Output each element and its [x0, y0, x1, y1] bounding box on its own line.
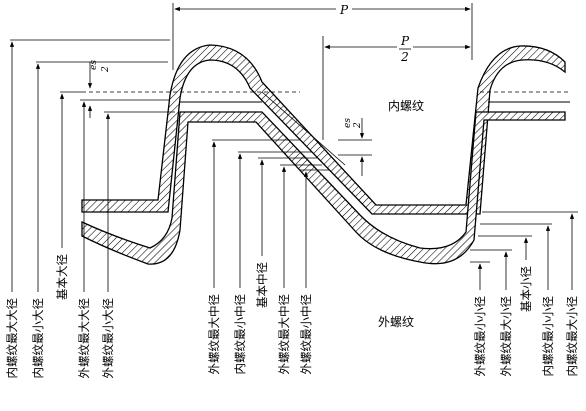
left-leaders — [9, 39, 175, 292]
right-label-2: 基本小径 — [519, 266, 533, 312]
left-label-0: 内螺纹最大大径 — [5, 298, 19, 379]
tolerance-right-num: es — [343, 118, 353, 128]
tolerance-left: es 2 — [87, 60, 111, 118]
half-pitch-numerator: P — [400, 34, 410, 48]
right-label-4: 内螺纹最大小径 — [565, 296, 579, 377]
pitch-dimension: P — [172, 3, 473, 70]
right-label-1: 外螺纹最大小径 — [499, 296, 513, 377]
tolerance-right: es 2 — [338, 118, 372, 176]
basic-profile — [82, 91, 570, 166]
tolerance-right-den: 2 — [353, 122, 363, 129]
center-label-1: 内螺纹最小中径 — [233, 294, 247, 375]
tolerance-left-den: 2 — [101, 66, 111, 73]
left-label-2: 基本大径 — [55, 254, 69, 300]
center-label-0: 外螺纹最大中径 — [207, 294, 221, 375]
left-label-1: 内螺纹最小大径 — [31, 298, 45, 379]
left-label-4: 外螺纹最小大径 — [101, 298, 115, 379]
center-label-2: 基本中径 — [255, 262, 269, 308]
internal-thread-profile — [81, 44, 566, 215]
left-label-3: 外螺纹最大大径 — [77, 298, 91, 379]
center-labels: 外螺纹最大中径 内螺纹最小中径 基本中径 外螺纹最大中径 外螺纹最小中径 — [207, 262, 313, 375]
center-label-3: 外螺纹最大中径 — [277, 294, 291, 375]
right-leaders — [470, 211, 578, 290]
tolerance-left-num: es — [89, 60, 99, 70]
center-label-4: 外螺纹最小中径 — [299, 294, 313, 375]
center-leaders — [211, 139, 330, 288]
right-label-3: 内螺纹最小小径 — [541, 296, 555, 377]
right-label-0: 外螺纹最小小径 — [473, 296, 487, 377]
half-pitch-denominator: 2 — [400, 50, 409, 64]
internal-thread-label: 内螺纹 — [388, 99, 424, 113]
external-thread-label: 外螺纹 — [378, 315, 414, 329]
external-thread-profile — [81, 111, 566, 265]
left-labels: 内螺纹最大大径 内螺纹最小大径 基本大径 外螺纹最大大径 外螺纹最小大径 — [5, 254, 115, 379]
pitch-symbol: P — [339, 3, 349, 17]
half-pitch-dimension: P 2 — [322, 34, 471, 140]
right-labels: 外螺纹最小小径 外螺纹最大小径 基本小径 内螺纹最小小径 内螺纹最大小径 — [473, 266, 579, 377]
